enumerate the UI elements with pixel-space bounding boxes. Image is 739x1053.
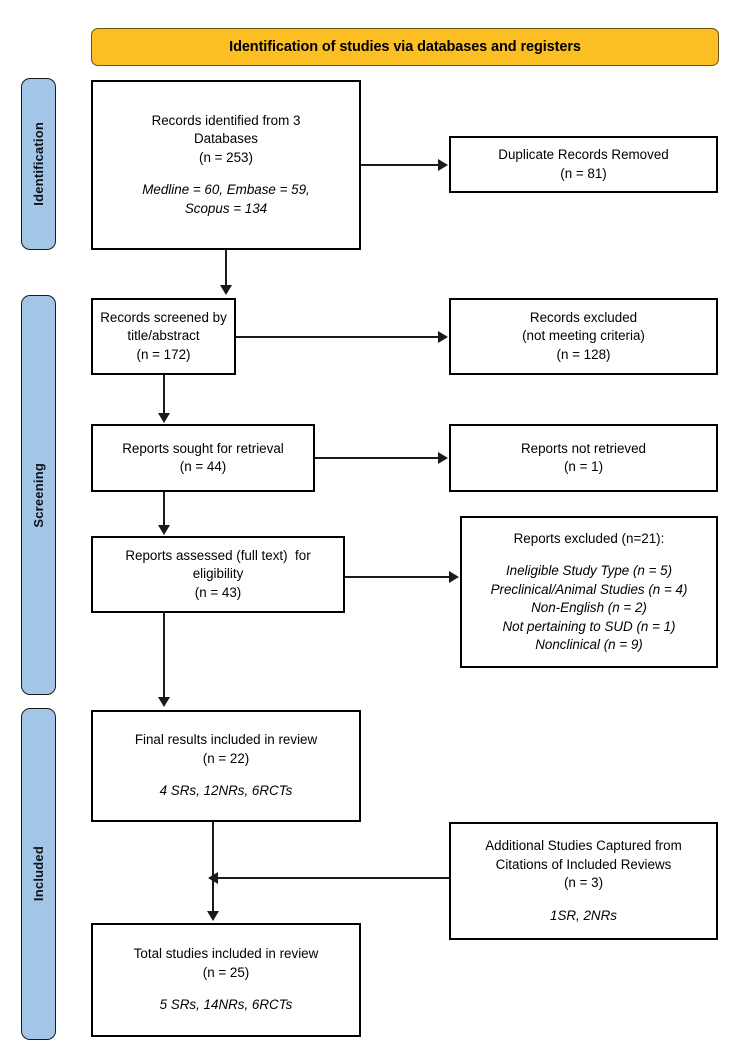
arrowhead-to-reports-assessed xyxy=(158,525,170,535)
stage-label-screening: Screening xyxy=(31,462,46,528)
connector-screened-to-sought xyxy=(163,375,165,413)
box-reports-excluded-list: Ineligible Study Type (n = 5) Preclinica… xyxy=(491,562,688,655)
diagram-header-banner: Identification of studies via databases … xyxy=(91,28,719,66)
connector-final-to-total xyxy=(212,822,214,911)
stage-screening: Screening xyxy=(21,295,56,695)
text-line-italic: Nonclinical (n = 9) xyxy=(535,637,643,652)
box-records-identified: Records identified from 3 Databases (n =… xyxy=(91,80,361,250)
box-records-screened: Records screened by title/abstract (n = … xyxy=(91,298,236,375)
box-additional-studies-main: Additional Studies Captured from Citatio… xyxy=(485,837,682,893)
text-line: (n = 81) xyxy=(560,165,607,181)
text-line: Reports excluded (n=21): xyxy=(513,530,665,546)
arrowhead-to-screened xyxy=(220,285,232,295)
arrowhead-to-reports-excluded xyxy=(449,571,459,583)
text-line: (n = 43) xyxy=(194,584,242,600)
stage-label-included: Included xyxy=(31,846,46,902)
stage-included: Included xyxy=(21,708,56,1040)
box-duplicate-records-removed: Duplicate Records Removed (n = 81) xyxy=(449,136,718,193)
stage-identification: Identification xyxy=(21,78,56,250)
stage-label-identification: Identification xyxy=(31,122,46,206)
text-line: Duplicate Records Removed xyxy=(498,147,669,162)
connector-sought-to-assessed xyxy=(163,492,165,525)
text-line: Reports sought for retrieval xyxy=(122,440,284,456)
box-additional-studies-detail: 1SR, 2NRs xyxy=(550,907,617,926)
box-reports-sought: Reports sought for retrieval (n = 44) xyxy=(91,424,315,492)
box-records-identified-main: Records identified from 3 Databases (n =… xyxy=(152,112,301,168)
arrowhead-to-not-retrieved xyxy=(438,452,448,464)
arrowhead-to-duplicates xyxy=(438,159,448,171)
text-line: Citations of Included Reviews xyxy=(495,856,672,872)
box-additional-studies: Additional Studies Captured from Citatio… xyxy=(449,822,718,940)
text-line-italic: Medline = 60, Embase = 59, xyxy=(142,182,310,198)
text-line: Additional Studies Captured from xyxy=(485,838,682,853)
box-total-studies-detail: 5 SRs, 14NRs, 6RCTs xyxy=(160,996,293,1015)
text-line: (n = 253) xyxy=(199,149,253,165)
box-final-results: Final results included in review (n = 22… xyxy=(91,710,361,822)
text-line: (n = 172) xyxy=(136,346,191,362)
text-line-italic: Ineligible Study Type (n = 5) xyxy=(505,563,673,578)
connector-identified-to-duplicates xyxy=(361,164,439,166)
text-line: eligibility xyxy=(192,566,244,582)
text-line: (n = 1) xyxy=(563,459,604,474)
text-line: title/abstract xyxy=(127,328,200,344)
text-line: Records screened by xyxy=(100,309,227,325)
text-line-italic: Not pertaining to SUD (n = 1) xyxy=(502,618,676,634)
text-line: (not meeting criteria) xyxy=(522,328,645,344)
connector-sought-to-not-retrieved xyxy=(315,457,439,459)
connector-screened-to-excluded xyxy=(236,336,439,338)
box-reports-excluded-reasons: Reports excluded (n=21): Ineligible Stud… xyxy=(460,516,718,668)
text-line: (n = 25) xyxy=(202,964,250,980)
box-final-results-detail: 4 SRs, 12NRs, 6RCTs xyxy=(160,782,293,801)
box-reports-excluded-heading: Reports excluded (n=21): xyxy=(514,530,665,549)
text-line: Reports assessed (full text) for xyxy=(125,547,311,563)
box-reports-assessed: Reports assessed (full text) for eligibi… xyxy=(91,536,345,613)
connector-identified-to-screened xyxy=(225,250,227,285)
arrowhead-to-records-excluded xyxy=(438,331,448,343)
connector-assessed-to-excluded xyxy=(345,576,450,578)
text-line: Records excluded xyxy=(529,309,638,325)
arrowhead-to-total-studies xyxy=(207,911,219,921)
box-records-identified-detail: Medline = 60, Embase = 59, Scopus = 134 xyxy=(142,181,310,218)
banner-title: Identification of studies via databases … xyxy=(229,39,581,55)
text-line: (n = 128) xyxy=(556,346,611,362)
arrowhead-to-final-results xyxy=(158,697,170,707)
text-line-italic: Non-English (n = 2) xyxy=(531,600,647,615)
text-line: Records identified from 3 xyxy=(151,112,301,128)
text-line-italic: 5 SRs, 14NRs, 6RCTs xyxy=(159,997,293,1013)
connector-additional-to-main xyxy=(218,877,449,879)
text-line: (n = 44) xyxy=(179,459,227,474)
arrowhead-merge-additional xyxy=(208,872,218,884)
text-line: Final results included in review xyxy=(134,732,318,748)
text-line-italic: Scopus = 134 xyxy=(184,200,268,216)
text-line-italic: 4 SRs, 12NRs, 6RCTs xyxy=(159,783,293,799)
text-line-italic: Preclinical/Animal Studies (n = 4) xyxy=(490,581,688,597)
text-line: (n = 22) xyxy=(202,750,250,766)
arrowhead-to-reports-sought xyxy=(158,413,170,423)
text-line: Reports not retrieved xyxy=(520,440,647,456)
text-line: Databases xyxy=(193,131,258,147)
connector-assessed-to-final xyxy=(163,613,165,697)
box-total-studies: Total studies included in review (n = 25… xyxy=(91,923,361,1037)
text-line: (n = 3) xyxy=(563,875,604,890)
box-final-results-main: Final results included in review (n = 22… xyxy=(135,731,317,768)
box-records-excluded: Records excluded (not meeting criteria) … xyxy=(449,298,718,375)
text-line-italic: 1SR, 2NRs xyxy=(550,907,617,923)
text-line: Total studies included in review xyxy=(133,946,319,962)
box-reports-not-retrieved: Reports not retrieved (n = 1) xyxy=(449,424,718,492)
box-total-studies-main: Total studies included in review (n = 25… xyxy=(134,945,319,982)
